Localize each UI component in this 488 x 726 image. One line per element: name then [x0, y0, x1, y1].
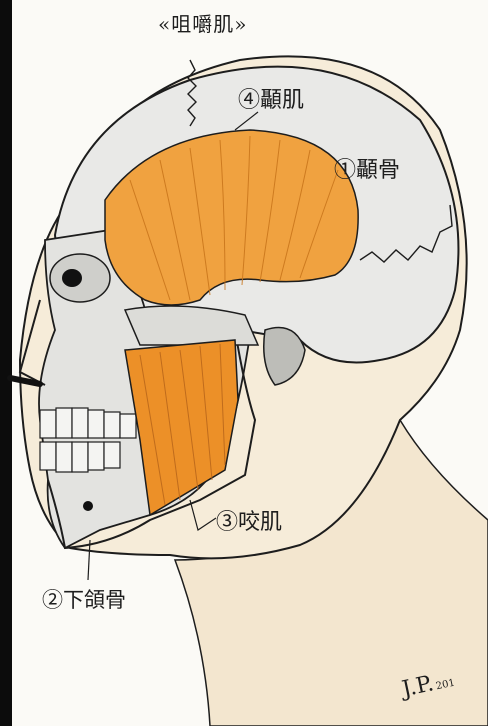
label-temporalis: ④顳肌: [238, 82, 304, 114]
eye: [62, 269, 82, 287]
label-mandible: ②下頜骨: [42, 584, 126, 614]
signature-year: 201: [435, 678, 456, 693]
label-masseter: ③咬肌: [216, 504, 282, 536]
label-temporal-bone: ①顳骨: [334, 152, 400, 184]
diagram-title: «咀嚼肌»: [158, 8, 247, 37]
mental-foramen: [83, 501, 93, 511]
